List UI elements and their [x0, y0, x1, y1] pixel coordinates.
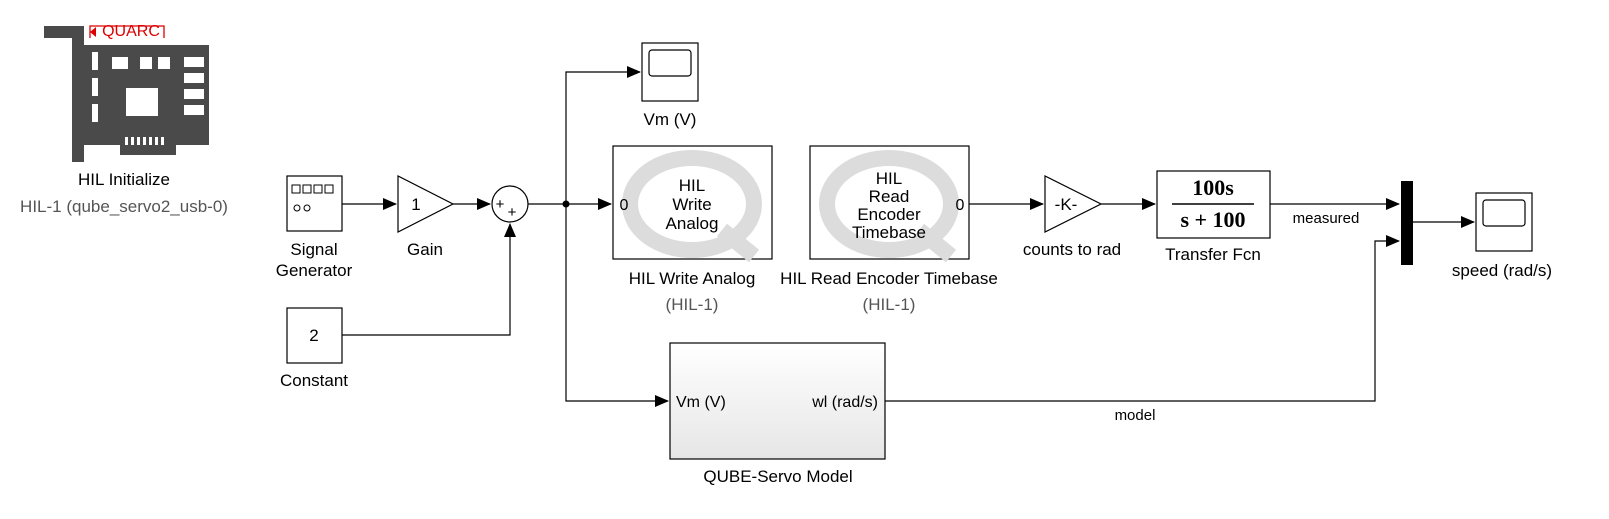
hil-initialize-subtitle: HIL-1 (qube_servo2_usb-0): [20, 197, 228, 216]
quarc-watermark-icon: [622, 150, 762, 263]
signal-label-model: model: [1115, 407, 1156, 424]
branch-point: [562, 200, 570, 208]
signal-generator-icon: [291, 184, 334, 212]
gain-label: Gain: [407, 240, 443, 259]
scope-vm-label: Vm (V): [644, 110, 697, 129]
sum-block[interactable]: + +: [491, 185, 529, 223]
scope-icon: [648, 49, 692, 77]
hil-initialize-block[interactable]: QUARC HIL Initialize HIL-1 (qube_servo2_…: [20, 23, 228, 216]
hil-write-analog-subtitle: (HIL-1): [666, 295, 719, 314]
signal-lines: [342, 66, 1475, 407]
constant-block[interactable]: 2 Constant: [280, 307, 348, 390]
qube-servo-model-block[interactable]: Vm (V) wl (rad/s) QUBE-Servo Model: [669, 342, 886, 486]
sum-sign-left: +: [496, 196, 505, 213]
scope-speed-block[interactable]: speed (rad/s): [1452, 192, 1552, 280]
sum-sign-bottom: +: [508, 204, 517, 221]
constant-value: 2: [309, 326, 318, 345]
qube-model-label: QUBE-Servo Model: [703, 467, 852, 486]
hil-read-encoder-label: HIL Read Encoder Timebase: [780, 269, 998, 288]
transfer-fcn-denominator: s + 100: [1180, 207, 1245, 232]
scope-icon: [1482, 199, 1526, 227]
gain-block[interactable]: 1 Gain: [397, 175, 455, 259]
qube-model-port-out: wl (rad/s): [811, 394, 878, 411]
transfer-fcn-numerator: 100s: [1192, 175, 1234, 200]
quarc-logo-text: QUARC: [102, 23, 160, 40]
transfer-fcn-label: Transfer Fcn: [1165, 245, 1261, 264]
quarc-watermark-icon: [819, 150, 959, 263]
quarc-card-icon: [44, 25, 209, 162]
signal-label-measured: measured: [1293, 210, 1360, 227]
scope-vm-block[interactable]: Vm (V): [641, 42, 699, 129]
counts-to-rad-value: -K-: [1055, 195, 1078, 214]
hil-initialize-label: HIL Initialize: [78, 170, 170, 189]
qube-model-port-in: Vm (V): [676, 394, 726, 411]
scope-speed-label: speed (rad/s): [1452, 261, 1552, 280]
transfer-fcn-block[interactable]: 100s s + 100 Transfer Fcn: [1156, 170, 1271, 264]
hil-write-analog-port-in: 0: [620, 197, 629, 214]
constant-label: Constant: [280, 371, 348, 390]
mux-block[interactable]: [1401, 181, 1413, 265]
gain-value: 1: [411, 195, 420, 214]
hil-read-encoder-port-out: 0: [956, 197, 965, 214]
counts-to-rad-block[interactable]: -K- counts to rad: [1023, 175, 1121, 259]
hil-write-analog-label: HIL Write Analog: [629, 269, 756, 288]
counts-to-rad-label: counts to rad: [1023, 240, 1121, 259]
hil-read-encoder-subtitle: (HIL-1): [863, 295, 916, 314]
